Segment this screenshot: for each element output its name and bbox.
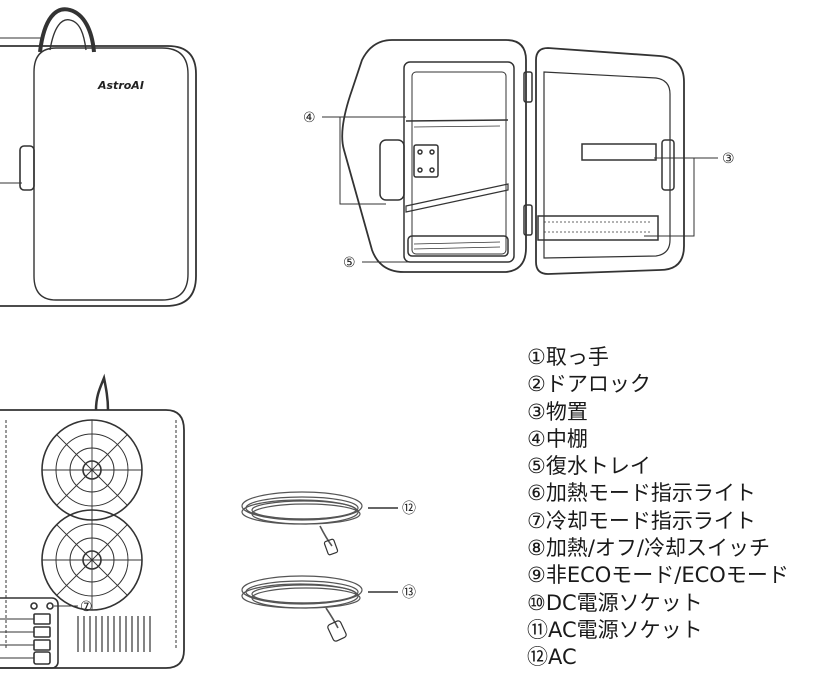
vent-slots xyxy=(77,616,151,652)
legend-item: ①取っ手 xyxy=(527,345,609,369)
callout-12: ⑫ xyxy=(402,501,416,517)
carry-handle-inner xyxy=(49,19,87,51)
door-lock xyxy=(661,139,675,191)
dc-socket xyxy=(33,639,51,651)
front-door xyxy=(33,47,189,301)
leader-3 xyxy=(644,157,718,237)
open-cavity-inner xyxy=(411,71,507,255)
screw xyxy=(429,149,435,155)
front-view xyxy=(0,7,197,307)
callout-4: ④ xyxy=(303,110,316,126)
open-view xyxy=(322,39,718,275)
back-handle xyxy=(94,373,110,411)
back-plate xyxy=(413,144,439,178)
dc-cable xyxy=(241,491,398,556)
screw xyxy=(429,167,435,173)
legend-item: ⑫AC xyxy=(527,645,577,670)
panel-leaders xyxy=(0,618,34,659)
open-door-inner xyxy=(543,71,671,259)
screw xyxy=(417,167,423,173)
back-view xyxy=(0,373,185,669)
legend-item: ⑧加熱/オフ/冷却スイッチ xyxy=(527,536,770,561)
callout-3: ③ xyxy=(722,151,735,167)
heat-indicator-light xyxy=(30,602,38,610)
cool-indicator-light xyxy=(46,602,54,610)
callout-13: ⑬ xyxy=(402,585,416,601)
shelf-middle xyxy=(405,183,509,213)
legend-item: ⑥加熱モード指示ライト xyxy=(527,481,756,506)
carry-handle xyxy=(38,7,96,53)
back-body xyxy=(0,409,185,669)
shelf-top-front xyxy=(405,119,509,122)
hinge-left-low xyxy=(523,204,533,236)
door-shelf-upper xyxy=(581,143,657,161)
front-body xyxy=(0,45,197,307)
parts-legend: ①取っ手 ②ドアロック ③物置 ④中棚 ⑤復水トレイ ⑥加熱モード指示ライト ⑦… xyxy=(527,344,789,672)
shelf-top-back xyxy=(413,125,501,128)
ac-socket xyxy=(33,651,51,665)
fan-bottom xyxy=(41,509,143,611)
door-shelf-lower-slots xyxy=(544,221,652,233)
brand-logo: AstroAI xyxy=(97,79,144,92)
fan-top xyxy=(41,419,143,521)
legend-item: ⑨非ECOモード/ECOモード xyxy=(527,563,789,588)
legend-item: ②ドアロック xyxy=(527,372,651,397)
mode-switch xyxy=(33,613,51,625)
open-door xyxy=(535,47,685,275)
drip-tray xyxy=(407,235,509,257)
hinge-left xyxy=(523,71,533,103)
legend-item: ⑤復水トレイ xyxy=(527,454,651,479)
side-grip xyxy=(379,139,405,201)
legend-item: ④中棚 xyxy=(527,426,588,451)
ac-cable xyxy=(241,575,398,642)
callout-7: ⑦ xyxy=(80,599,93,615)
door-grip xyxy=(19,145,35,191)
open-body-outer xyxy=(341,39,527,273)
leader-4 xyxy=(322,116,386,205)
screw xyxy=(417,149,423,155)
open-cavity xyxy=(403,61,515,263)
door-shelf-lower xyxy=(537,215,659,241)
legend-item: ⑪AC電源ソケット xyxy=(527,617,703,642)
callout-5: ⑤ xyxy=(343,255,356,271)
control-panel xyxy=(0,597,59,669)
drip-tray-ridges xyxy=(413,241,501,250)
legend-item: ③物置 xyxy=(527,399,588,424)
legend-item: ⑦冷却モード指示ライト xyxy=(527,508,756,533)
eco-switch xyxy=(33,626,51,638)
legend-item: ⑩DC電源ソケット xyxy=(527,590,703,615)
